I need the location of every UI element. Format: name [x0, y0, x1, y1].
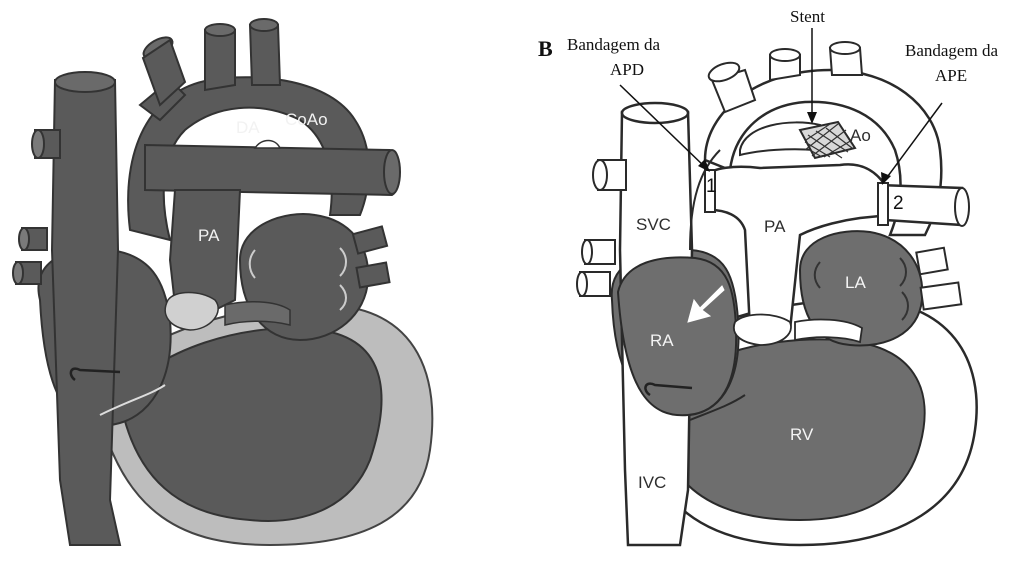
- panel-b-label-rv: RV: [790, 425, 814, 444]
- panel-b-label-ao: Ao: [850, 126, 871, 145]
- panel-b-stub-3-end: [577, 272, 587, 296]
- panel-a-stub-1-end: [32, 130, 44, 158]
- panel-a-pa-trunk: [170, 190, 240, 310]
- panel-b-valve: [734, 315, 791, 346]
- panel-a-arch-branch-3: [250, 25, 280, 85]
- panel-a-pulmonary-band: [145, 145, 399, 195]
- panel-b-arch-branch-2-end: [770, 49, 800, 61]
- panel-b-pv-stub-2: [921, 282, 962, 309]
- panel-a-da-gap: [255, 141, 280, 149]
- band-right-label-line1: Bandagem da: [567, 35, 660, 54]
- band-left-label-line2: APE: [935, 66, 967, 85]
- stent-label: Stent: [790, 7, 825, 26]
- marker-2-label: 2: [893, 193, 904, 214]
- panel-b-label-pa: PA: [764, 217, 786, 236]
- panel-a-stub-3-end: [13, 262, 23, 284]
- band-left-label-line1: Bandagem da: [905, 41, 998, 60]
- panel-b-pv-stub-1: [916, 248, 947, 275]
- panel-b-stub-1-end: [593, 160, 607, 190]
- panel-a-arch-branch-2: [205, 30, 235, 90]
- panel-a-label-coao: CoAo: [285, 110, 328, 129]
- panel-a-svc-top: [55, 72, 115, 92]
- panel-a-heart: DA CoAo PA: [13, 19, 432, 545]
- panel-a-label-da: DA: [236, 118, 260, 137]
- marker-1-label: 1: [706, 176, 717, 197]
- panel-b-letter: B: [538, 36, 553, 61]
- panel-b-label-ivc: IVC: [638, 473, 666, 492]
- panel-b-label-ra: RA: [650, 331, 674, 350]
- panel-b-arch-branch-3-end: [830, 42, 860, 54]
- panel-a-arch-branch-3-end: [250, 19, 278, 31]
- panel-b-label-svc: SVC: [636, 215, 671, 234]
- panel-a-label-pa: PA: [198, 226, 220, 245]
- panel-b-label-la: LA: [845, 273, 866, 292]
- band-left-marker: [878, 183, 888, 225]
- band-right-label-line2: APD: [610, 60, 644, 79]
- stent-icon: [800, 122, 855, 158]
- panel-b-svc-top: [622, 103, 688, 123]
- panel-a-stub-2-end: [19, 228, 29, 250]
- panel-a-mitral: [225, 302, 290, 325]
- panel-b-heart: B Stent Bandagem da APD Bandagem da APE …: [538, 7, 998, 545]
- panel-b-stub-2-end: [582, 240, 592, 264]
- panel-a-pv-stub-1: [353, 226, 387, 253]
- panel-a-pa-right-end: [384, 150, 400, 194]
- panel-b-pa-right-end: [955, 188, 969, 226]
- panel-a-pv-stub-2: [356, 263, 389, 288]
- panel-a-arch-branch-2-end: [205, 24, 235, 36]
- panel-a-vena-cava: [52, 80, 120, 545]
